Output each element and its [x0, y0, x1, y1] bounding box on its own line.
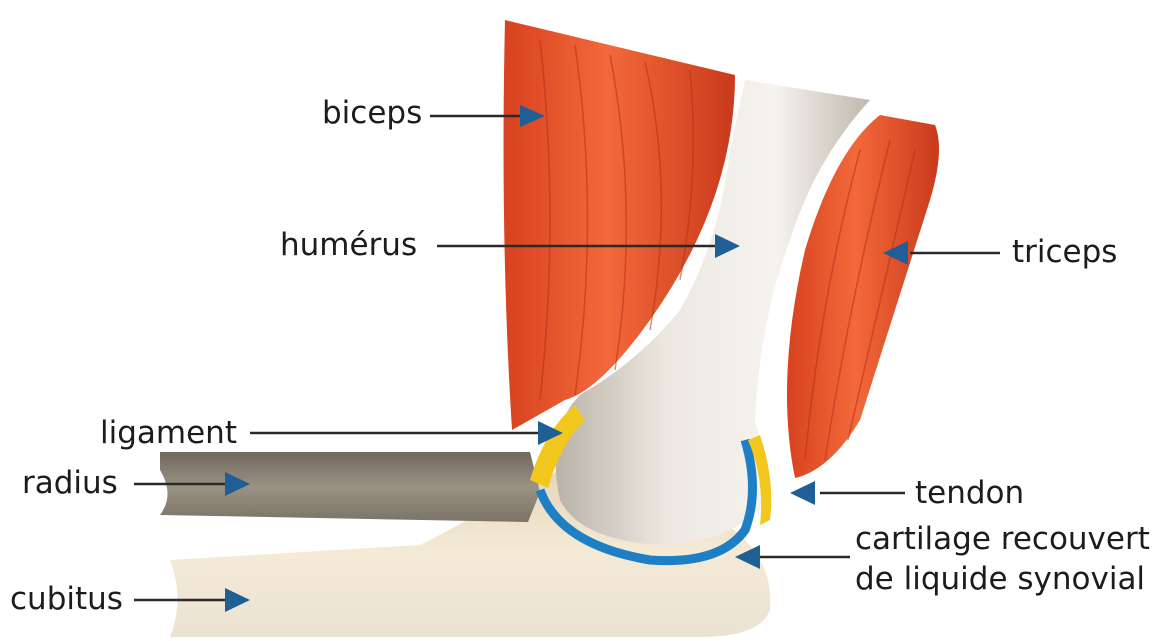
- label-cartilage-line2: de liquide synovial: [855, 559, 1150, 599]
- label-ligament: ligament: [100, 416, 237, 450]
- label-humerus: humérus: [280, 228, 417, 262]
- label-tendon: tendon: [915, 476, 1024, 510]
- label-biceps: biceps: [322, 96, 422, 130]
- label-cubitus: cubitus: [10, 582, 123, 616]
- label-radius: radius: [22, 466, 118, 500]
- label-cartilage: cartilage recouvert de liquide synovial: [855, 519, 1150, 599]
- arrow-tendon: [790, 481, 815, 505]
- radius-bone: [160, 452, 540, 522]
- label-triceps: triceps: [1012, 235, 1117, 269]
- label-cartilage-line1: cartilage recouvert: [855, 519, 1150, 559]
